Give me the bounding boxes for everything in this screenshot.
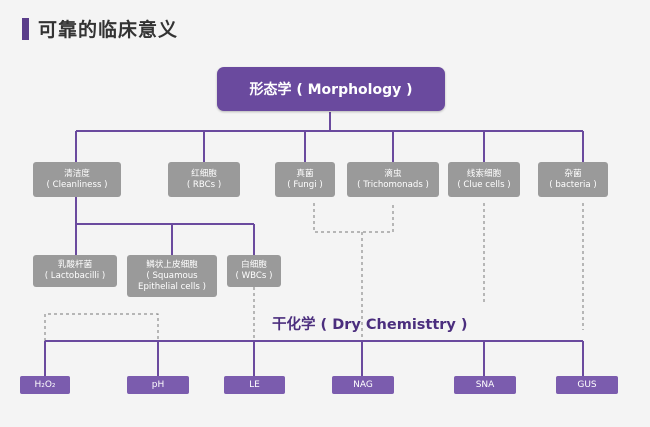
node-fungi: 真菌 ( Fungi ): [275, 162, 335, 197]
node-label-en: ( Trichomonads ): [357, 179, 429, 190]
node-morphology-label: 形态学 ( Morphology ): [249, 82, 413, 98]
node-label-zh: 线索细胞: [466, 168, 502, 179]
node-label-zh: 真菌: [296, 168, 314, 179]
test-label: GUS: [577, 380, 597, 390]
node-label-zh: 白细胞: [241, 260, 267, 270]
node-wbcs: 白细胞 ( WBCs ): [227, 255, 281, 287]
node-label-en: ( RBCs ): [186, 179, 222, 190]
node-label-en: ( bacteria ): [549, 179, 597, 190]
node-label-zh: 乳酸杆菌: [57, 260, 93, 270]
node-bacteria: 杂菌 ( bacteria ): [538, 162, 608, 197]
node-label-en: ( Squamous: [146, 270, 198, 281]
test-label: H₂O₂: [34, 380, 56, 390]
node-label-zh: 清洁度: [64, 168, 90, 179]
node-label-zh: 鳞状上皮细胞: [146, 259, 198, 270]
node-label-en-line2: Epithelial cells ): [138, 281, 206, 292]
node-label-en: ( Cleanliness ): [46, 179, 108, 190]
node-label-en: ( Lactobacilli ): [44, 271, 106, 281]
node-trichomonads: 滴虫 ( Trichomonads ): [347, 162, 439, 197]
node-label-en: ( Clue cells ): [457, 179, 511, 190]
test-sna: SNA: [454, 376, 516, 394]
node-clue-cells: 线索细胞 ( Clue cells ): [448, 162, 520, 197]
node-label-en: ( Fungi ): [287, 179, 323, 190]
node-squamous-epithelial-cells: 鳞状上皮细胞 ( Squamous Epithelial cells ): [127, 255, 217, 297]
test-h2o2: H₂O₂: [20, 376, 70, 394]
node-label-zh: 红细胞: [191, 168, 217, 179]
test-label: LE: [249, 380, 260, 390]
test-ph: pH: [127, 376, 189, 394]
node-morphology: 形态学 ( Morphology ): [217, 67, 445, 111]
test-label: pH: [151, 380, 165, 390]
test-label: NAG: [353, 380, 373, 390]
node-label-zh: 杂菌: [564, 168, 582, 179]
test-nag: NAG: [332, 376, 394, 394]
node-rbcs: 红细胞 ( RBCs ): [168, 162, 240, 197]
test-gus: GUS: [556, 376, 618, 394]
node-label-zh: 滴虫: [384, 168, 402, 179]
title-accent-bar: [22, 18, 29, 40]
test-le: LE: [224, 376, 285, 394]
page-title: 可靠的临床意义: [38, 19, 179, 41]
test-label: SNA: [475, 380, 495, 390]
node-cleanliness: 清洁度 ( Cleanliness ): [33, 162, 121, 197]
dry-chemistry-label: 干化学 ( Dry Chemisttry ): [272, 317, 468, 333]
node-lactobacilli: 乳酸杆菌 ( Lactobacilli ): [33, 255, 117, 287]
node-label-en: ( WBCs ): [235, 271, 273, 281]
